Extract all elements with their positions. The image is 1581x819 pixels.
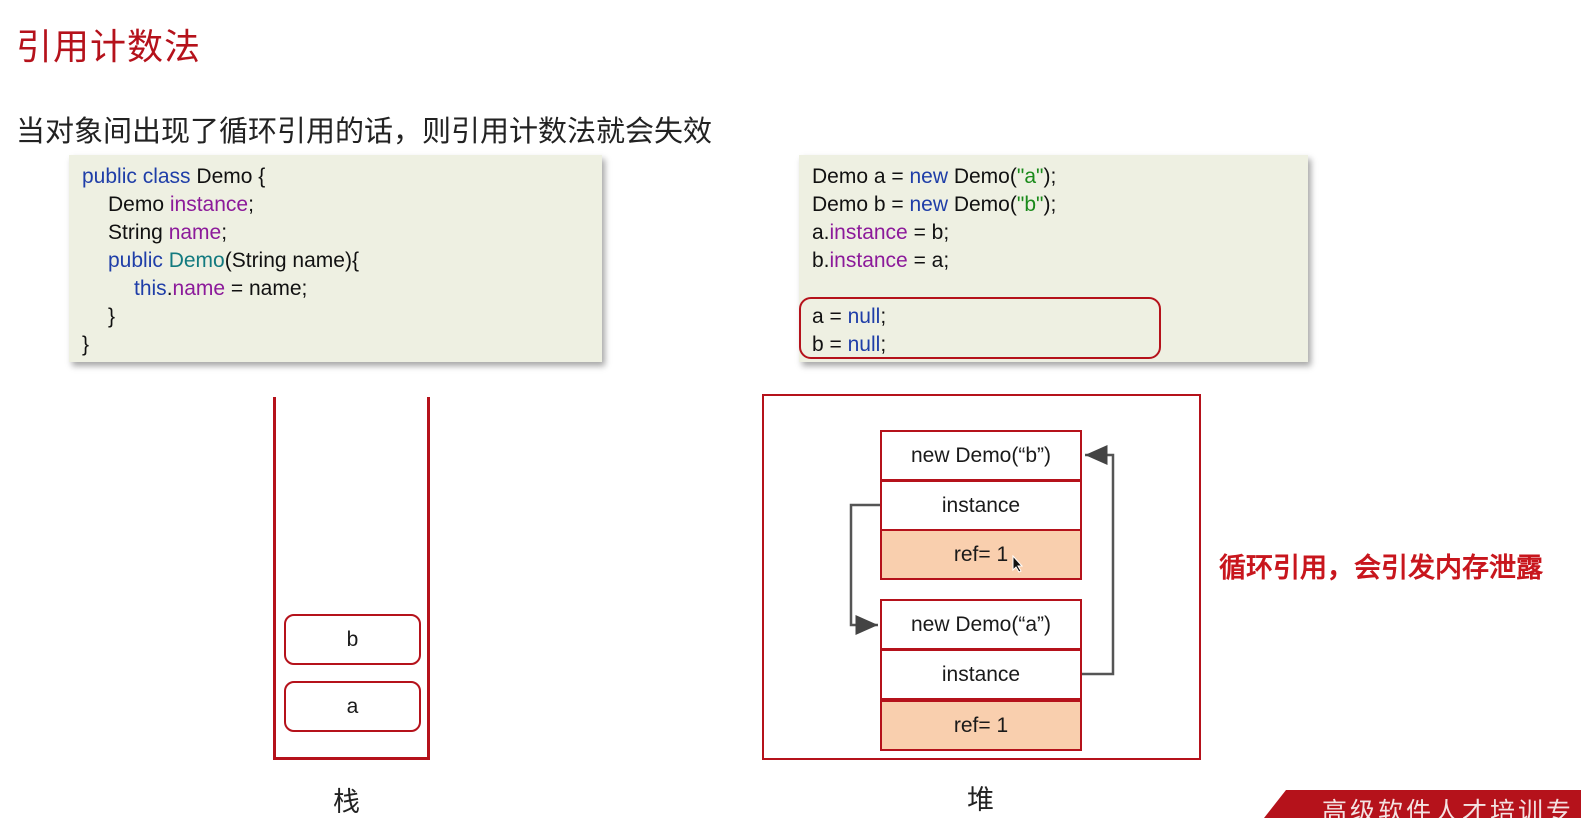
footer-banner-text: 高级软件人才培训专 (1322, 797, 1575, 818)
stack-item-b: b (284, 614, 421, 665)
memory-leak-warning: 循环引用，会引发内存泄露 (1219, 553, 1543, 584)
code-line: a.instance = b; (812, 221, 950, 244)
code-line: a = null; (812, 305, 887, 328)
heap-frame (762, 394, 1201, 760)
code-line: String name; (108, 221, 228, 244)
slide-title: 引用计数法 (16, 27, 202, 68)
code-line: Demo instance; (108, 193, 254, 216)
code-line: } (82, 333, 90, 356)
stack-item-a: a (284, 681, 421, 732)
heap-object-b-refcount: ref= 1 (880, 529, 1082, 580)
stack-left-wall (273, 397, 276, 760)
slide-subtitle: 当对象间出现了循环引用的话，则引用计数法就会失效 (16, 114, 713, 148)
code-line: Demo a = new Demo("a"); (812, 165, 1057, 188)
stack-bottom (273, 757, 430, 760)
heap-object-b-field: instance (880, 480, 1082, 531)
heap-label: 堆 (967, 785, 994, 816)
arrow-a-instance-to-b (1082, 445, 1115, 676)
stack-label: 栈 (333, 787, 360, 818)
code-line: } (108, 305, 116, 328)
code-line: Demo b = new Demo("b"); (812, 193, 1057, 216)
heap-object-a-refcount: ref= 1 (880, 700, 1082, 751)
heap-object-a-header: new Demo(“a”) (880, 599, 1082, 650)
mouse-cursor-icon (1012, 554, 1024, 577)
code-line: this.name = name; (134, 277, 308, 300)
main-code-block: Demo a = new Demo("a"); Demo b = new Dem… (799, 155, 1308, 362)
stack-right-wall (427, 397, 430, 760)
code-line: b.instance = a; (812, 249, 950, 272)
code-line: public class Demo { (82, 165, 266, 188)
code-line: b = null; (812, 333, 887, 356)
footer-banner: 高级软件人才培训专 (1264, 790, 1581, 818)
arrow-b-instance-to-a (849, 503, 880, 635)
heap-object-a-field: instance (880, 649, 1082, 700)
code-line: public Demo(String name){ (108, 249, 359, 272)
class-code-block: public class Demo { Demo instance; Strin… (69, 155, 602, 362)
null-assign-highlight (799, 297, 1161, 359)
